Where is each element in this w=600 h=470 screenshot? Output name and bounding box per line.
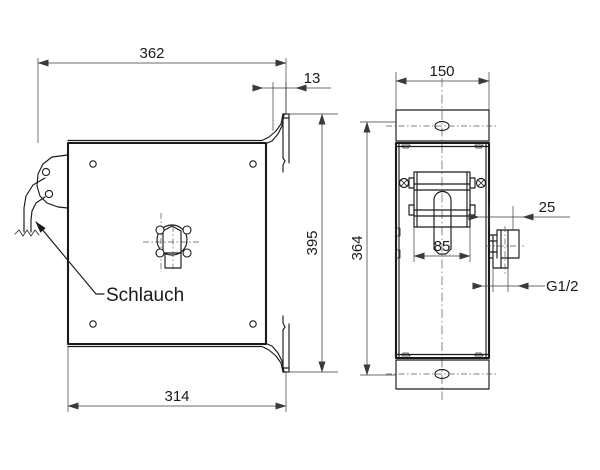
dimension-150: 150: [395, 63, 490, 110]
dimension-150-value: 150: [429, 63, 454, 80]
front-view-top-lip: [67, 113, 290, 145]
front-view-right-flange: [282, 113, 290, 173]
front-view-mounting-holes: [89, 160, 257, 328]
front-view-bottom-lip: [67, 315, 290, 373]
dimension-25-value: 25: [539, 199, 556, 216]
hose-label: Schlauch: [106, 285, 184, 306]
dimension-364-value: 364: [349, 235, 366, 260]
dimension-364: 364: [349, 121, 396, 376]
side-view-top-plate: [386, 109, 498, 142]
front-view-hose-bracket: [23, 154, 69, 233]
front-view: Schlauch 362 13 395: [14, 45, 338, 412]
dimension-85: 85: [413, 227, 471, 262]
front-view-break-line: [14, 229, 40, 237]
side-view: 150 364 85 25: [349, 63, 579, 400]
dimension-362: 362: [37, 45, 287, 143]
dimension-314: 314: [67, 347, 287, 412]
side-view-body: [394, 141, 491, 360]
dimension-g12: G1/2: [472, 268, 579, 295]
dimension-314-value: 314: [164, 388, 189, 405]
dimension-395: 395: [286, 113, 338, 373]
dimension-g12-value: G1/2: [546, 278, 579, 295]
dimension-395-value: 395: [304, 230, 321, 255]
side-view-bottom-plate: [386, 359, 498, 390]
hose-leader-line: [35, 221, 105, 295]
dimension-13-value: 13: [304, 70, 321, 87]
dimension-13: 13: [252, 70, 331, 131]
front-view-center-flange: [143, 213, 201, 272]
dimension-85-value: 85: [434, 238, 451, 255]
dimension-362-value: 362: [139, 45, 164, 62]
front-view-panel: [66, 141, 268, 346]
side-view-port-fitting: [485, 226, 524, 276]
dimension-25: 25: [468, 199, 570, 230]
